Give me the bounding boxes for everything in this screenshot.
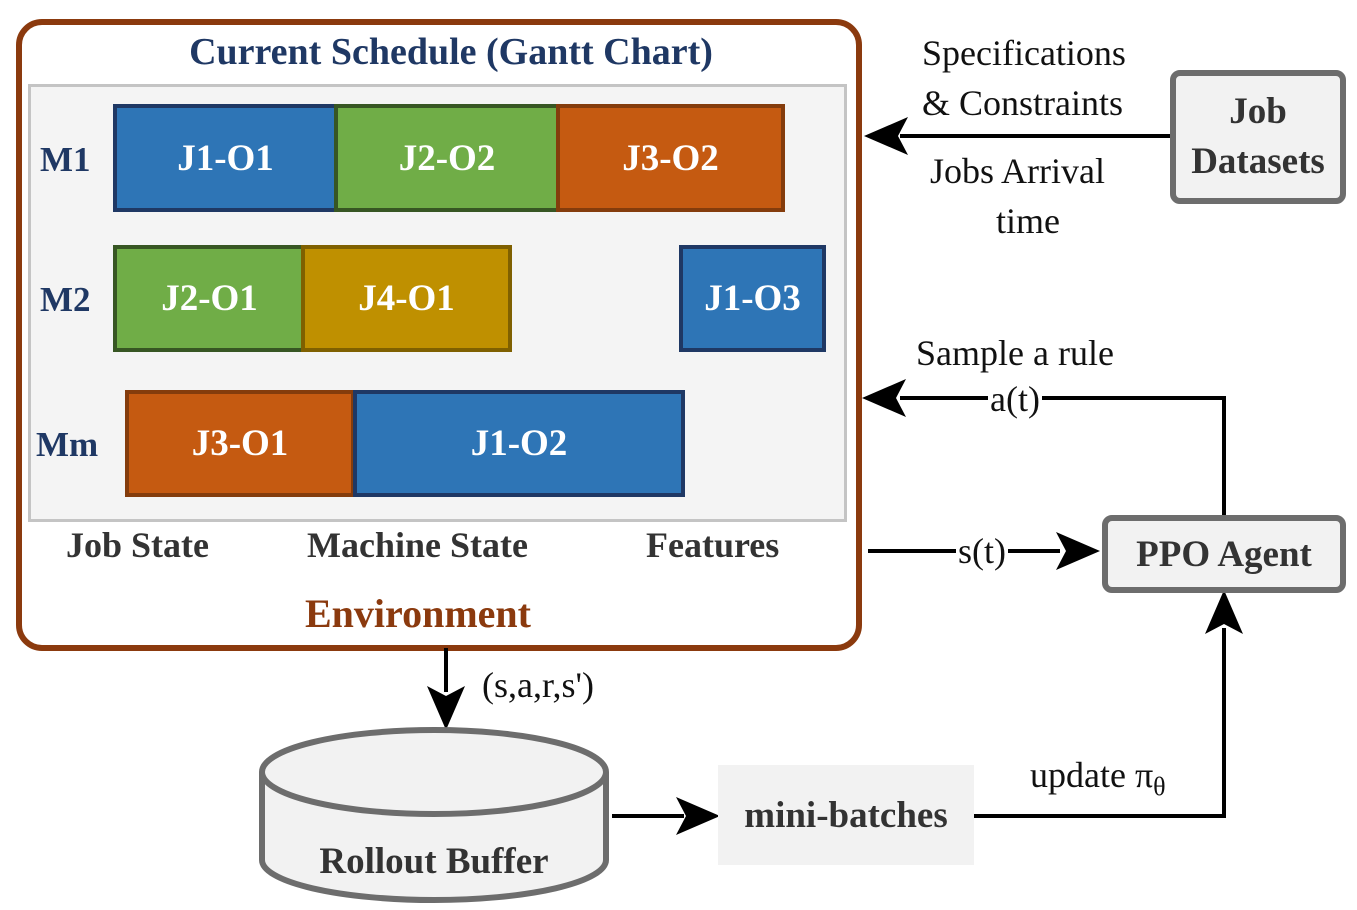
arrival-time-label: time (996, 201, 1060, 241)
environment-label: Environment (305, 591, 531, 636)
gantt-bar-m2-op3: J1-O3 (679, 245, 826, 352)
gantt-title: Current Schedule (Gantt Chart) (189, 31, 713, 73)
sample-rule-label: Sample a rule (916, 333, 1114, 373)
jobs-arrival-label: Jobs Arrival (930, 151, 1105, 191)
rollout-buffer-label: Rollout Buffer (319, 841, 549, 882)
job-datasets-line1: Job (1229, 91, 1287, 132)
action-label: a(t) (988, 379, 1042, 419)
gantt-bar-m2-op1: J2-O1 (113, 245, 306, 352)
update-subscript: θ (1153, 772, 1166, 802)
transition-label: (s,a,r,s') (482, 665, 595, 705)
gantt-bar-mm-op2: J1-O2 (353, 390, 685, 497)
specifications-label: Specifications (922, 33, 1126, 73)
update-text: update π (1030, 755, 1154, 795)
mini-batches-box: mini-batches (718, 765, 974, 865)
update-label: update πθ (1030, 754, 1166, 802)
features-label: Features (646, 525, 780, 565)
constraints-label: & Constraints (922, 83, 1124, 123)
machine-label-m2: M2 (40, 280, 91, 319)
rollout-buffer-cylinder (259, 727, 609, 903)
gantt-bar-m1-op2: J2-O2 (334, 104, 560, 212)
job-state-label: Job State (66, 525, 209, 565)
machine-label-m1: M1 (40, 140, 91, 179)
job-datasets-box: Job Datasets (1170, 70, 1346, 204)
gantt-bar-m1-op1: J1-O1 (113, 104, 338, 212)
ppo-agent-box: PPO Agent (1102, 515, 1346, 593)
job-datasets-line2: Datasets (1191, 141, 1325, 182)
gantt-bar-m1-op3: J3-O2 (556, 104, 785, 212)
machine-label-mm: Mm (36, 425, 99, 464)
machine-state-label: Machine State (307, 525, 528, 565)
gantt-bar-m2-op2: J4-O1 (301, 245, 512, 352)
state-label: s(t) (956, 531, 1008, 571)
